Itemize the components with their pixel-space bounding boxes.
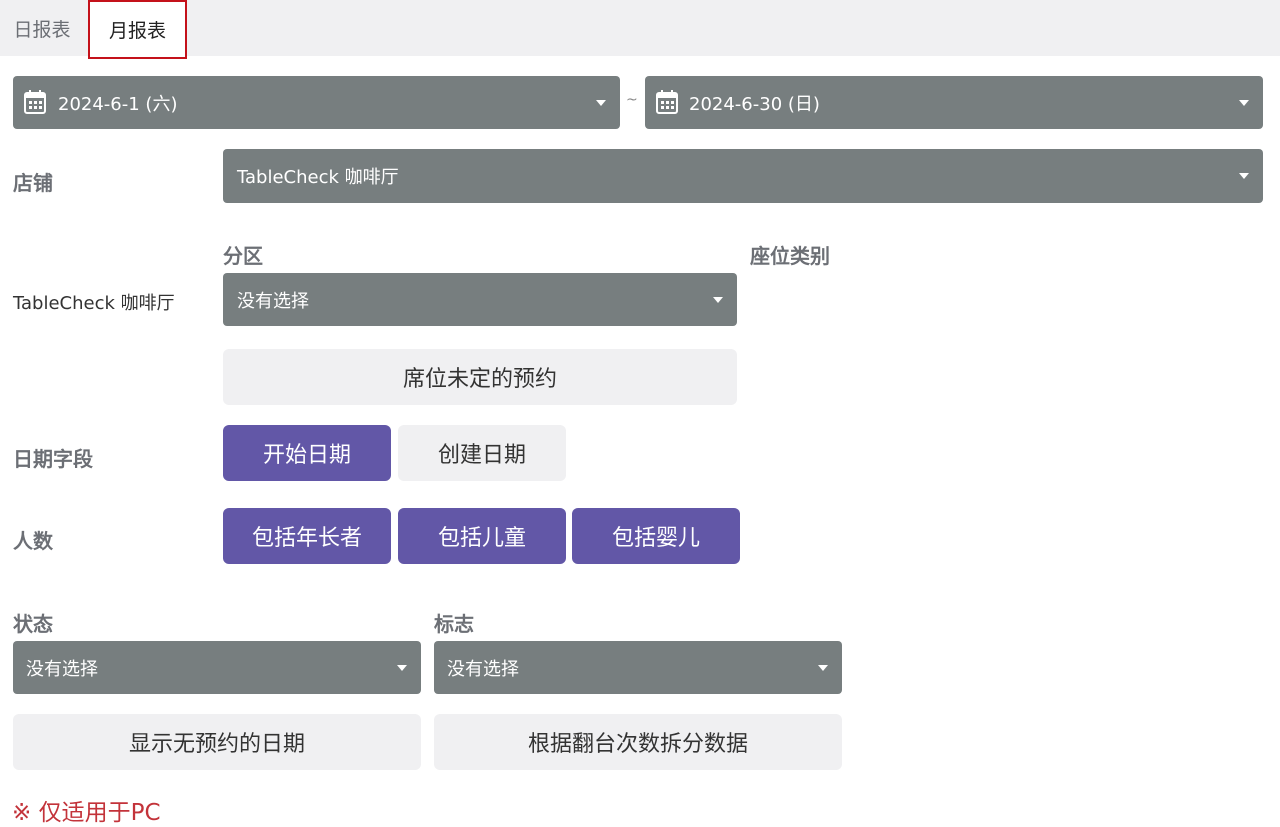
chevron-down-icon [1239,173,1249,179]
date-field-label: 日期字段 [13,447,93,471]
store-label: 店铺 [13,171,53,195]
chevron-down-icon [397,664,407,671]
chevron-down-icon [713,296,723,303]
flag-select[interactable]: 没有选择 [434,641,842,694]
seat-type-label: 座位类别 [750,244,830,268]
zone-select-value: 没有选择 [237,290,309,312]
end-date-select[interactable]: 2024-6-30 (日) [645,76,1263,129]
tab-monthly-report[interactable]: 月报表 [88,0,187,59]
status-label: 状态 [13,612,53,636]
flag-select-value: 没有选择 [447,658,519,680]
include-infants-toggle[interactable]: 包括婴儿 [572,508,740,564]
start-date-value: 2024-6-1 (六) [58,93,178,115]
show-empty-dates-toggle[interactable]: 显示无预约的日期 [13,714,421,770]
start-date-toggle[interactable]: 开始日期 [223,425,391,481]
store-select-value: TableCheck 咖啡厅 [237,167,399,188]
tab-bar: 日报表 月报表 [0,0,1280,59]
include-seniors-toggle[interactable]: 包括年长者 [223,508,391,564]
pc-only-note: ※ 仅适用于PC [12,800,161,826]
tab-daily-report[interactable]: 日报表 [13,18,71,41]
store-select[interactable]: TableCheck 咖啡厅 [223,149,1263,203]
status-select-value: 没有选择 [26,658,98,680]
zone-select[interactable]: 没有选择 [223,273,737,326]
date-range-separator: ~ [626,92,638,108]
status-select[interactable]: 没有选择 [13,641,421,694]
start-date-select[interactable]: 2024-6-1 (六) [13,76,620,129]
created-date-toggle[interactable]: 创建日期 [398,425,566,481]
calendar-icon [656,90,678,114]
end-date-value: 2024-6-30 (日) [689,93,820,115]
people-label: 人数 [13,529,53,553]
include-children-toggle[interactable]: 包括儿童 [398,508,566,564]
store-name-text: TableCheck 咖啡厅 [13,293,175,314]
chevron-down-icon [818,664,828,671]
calendar-icon [24,90,46,114]
unassigned-seat-button[interactable]: 席位未定的预约 [223,349,737,405]
split-by-turns-toggle[interactable]: 根据翻台次数拆分数据 [434,714,842,770]
flag-label: 标志 [434,612,474,636]
zone-label: 分区 [223,244,263,268]
chevron-down-icon [1239,99,1249,106]
chevron-down-icon [596,99,606,106]
